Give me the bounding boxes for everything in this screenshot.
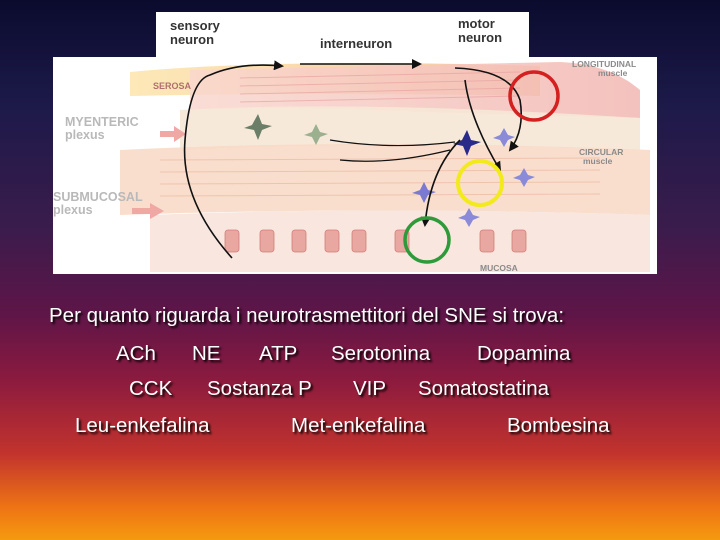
mucosa-cells (224, 229, 527, 253)
submucosal-plexus-label: SUBMUCOSAL plexus (53, 190, 143, 218)
nt-bombesina: Bombesina (507, 414, 610, 437)
longitudinal-highlight-circle (508, 70, 560, 122)
mucosa-highlight-circle (403, 216, 451, 264)
interneuron-label: interneuron (320, 36, 393, 51)
nt-dopamina: Dopamina (477, 342, 571, 365)
nt-sostanza-p: Sostanza P (207, 377, 312, 400)
sensory-pathway (183, 60, 284, 259)
figure-header-panel (156, 12, 529, 62)
intro-sentence: Per quanto riguarda i neurotrasmettitori… (49, 304, 565, 327)
motor-to-mucosa (420, 139, 461, 227)
longitudinal-muscle-label: LONGITUDINAL muscle (572, 60, 636, 78)
myenteric-label-line2: plexus (65, 128, 105, 143)
motor-to-longitudinal (454, 67, 523, 152)
circular-label-line2: muscle (583, 155, 613, 166)
nt-somatostatina: Somatostatina (418, 377, 550, 400)
longitudinal-label-line1: LONGITUDINAL (572, 59, 637, 69)
nt-cck: CCK (129, 377, 173, 400)
nt-met-enkefalina: Met-enkefalina (291, 414, 426, 437)
circular-muscle-layer (120, 144, 650, 215)
circular-muscle-label: CIRCULAR muscle (579, 148, 623, 166)
circular-label-line1: CIRCULAR (579, 147, 624, 157)
nt-vip: VIP (353, 377, 387, 400)
longitudinal-label-line2: muscle (598, 67, 628, 78)
nt-ne: NE (192, 342, 221, 365)
circular-highlight-circle (456, 159, 504, 207)
submucosal-label-line2: plexus (53, 203, 93, 218)
motor-to-circular (464, 79, 502, 172)
mucosa-label: MUCOSA (480, 263, 518, 273)
submucosal-arrow (132, 203, 164, 219)
nt-atp: ATP (259, 342, 298, 365)
motor-neurons (412, 128, 535, 227)
nt-serotonina: Serotonina (331, 342, 431, 365)
myenteric-arrow (160, 126, 186, 142)
myenteric-plexus-label: MYENTERIC plexus (65, 115, 139, 143)
sensory-neuron-label: sensory neuron (170, 19, 220, 46)
submucosal-label-line1: SUBMUCOSAL (53, 190, 143, 204)
myenteric-label-line1: MYENTERIC (65, 115, 139, 129)
serosa-label: SEROSA (153, 81, 192, 91)
motor-neuron-label: motor neuron (458, 17, 502, 44)
neurons (244, 114, 328, 145)
sensory-neuron-label-line2: neuron (170, 31, 215, 47)
nt-ach: ACh (116, 342, 156, 365)
sensory-neuron-label-line1: sensory (170, 18, 220, 33)
interneuron-fibers (329, 139, 456, 147)
nt-leu-enkefalina: Leu-enkefalina (75, 414, 210, 437)
motor-neuron-label-line1: motor (458, 16, 495, 31)
motor-neuron-label-line2: neuron (458, 29, 503, 45)
